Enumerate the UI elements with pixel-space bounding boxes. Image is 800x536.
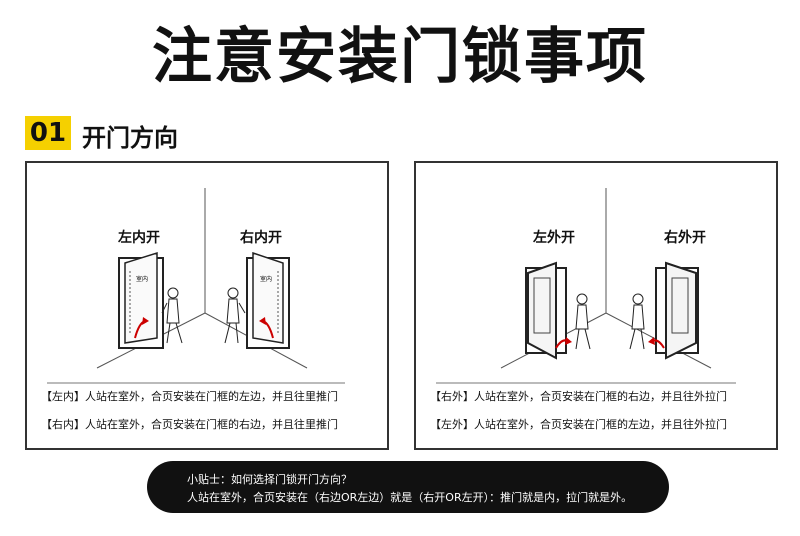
section-number-badge: 01 <box>25 116 71 150</box>
tip-box: 小贴士：如何选择门锁开门方向？ 人站在室外，合页安装在（右边OR左边）就是（右开… <box>147 461 669 513</box>
section-title: 开门方向 <box>82 124 178 152</box>
caption-right-inward: 【右内】人站在室外，合页安装在门框的右边，并且往里推门 <box>41 418 338 431</box>
tip-question: 小贴士：如何选择门锁开门方向？ <box>187 473 352 486</box>
door-tag-left: 室内 <box>136 275 148 283</box>
outward-room-illustration <box>436 188 736 384</box>
label-right-inward: 右内开 <box>240 230 282 246</box>
inward-room-illustration: 室内 室内 <box>47 188 345 384</box>
caption-left-outward: 【左外】人站在室外，合页安装在门框的左边，并且往外拉门 <box>430 418 727 431</box>
outward-opening-panel: 左外开 右外开 【右外】人站在室外，合页安装在门框的右边，并且往外拉门 【左外】… <box>414 161 778 450</box>
page-title: 注意安装门锁事项 <box>152 22 648 92</box>
label-right-outward: 右外开 <box>664 230 706 246</box>
inward-opening-panel: 室内 室内 左内开 右内开 【左内】人站在室外，合页安装在门框的左边，并且往里推… <box>25 161 389 450</box>
label-left-inward: 左内开 <box>118 230 160 246</box>
label-left-outward: 左外开 <box>533 230 575 246</box>
tip-answer: 人站在室外，合页安装在（右边OR左边）就是（右开OR左开）：推门就是内，拉门就是… <box>187 491 633 504</box>
door-tag-right: 室内 <box>260 275 272 283</box>
caption-left-inward: 【左内】人站在室外，合页安装在门框的左边，并且往里推门 <box>41 390 338 403</box>
caption-right-outward: 【右外】人站在室外，合页安装在门框的右边，并且往外拉门 <box>430 390 727 403</box>
